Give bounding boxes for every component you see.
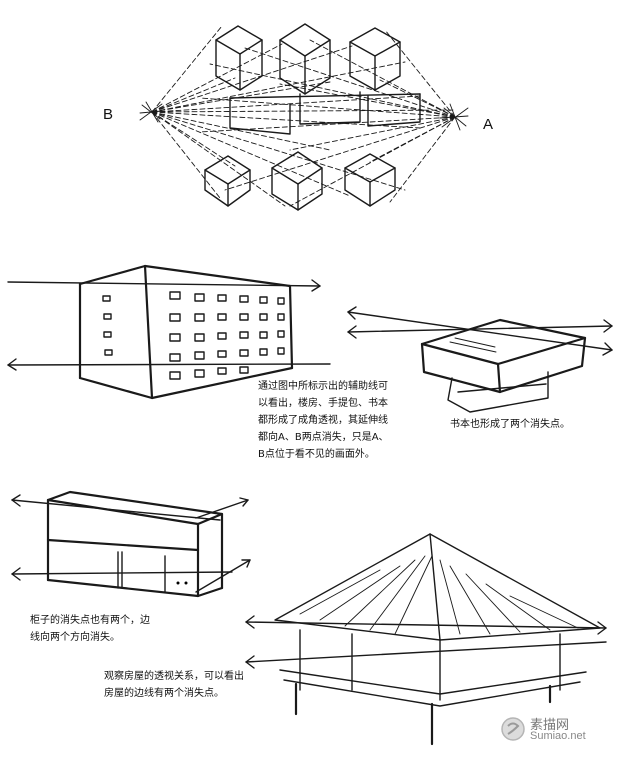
box-bottom-left (205, 156, 250, 206)
book-top (422, 320, 585, 392)
cabinet-outline (48, 492, 222, 596)
house-caption: 观察房屋的透视关系，可以看出 房屋的边线有两个消失点。 (104, 668, 244, 702)
box-top-right (350, 28, 400, 90)
cabinet-caption: 柜子的消失点也有两个，边 线向两个方向消失。 (30, 612, 150, 646)
building-windows (103, 292, 284, 379)
building-guide-lines (8, 280, 330, 370)
watermark-url: Sumiao.net (530, 730, 586, 742)
guide-lines-a (200, 30, 455, 206)
guide-lines-b (152, 26, 455, 206)
watermark-logo-icon (500, 716, 526, 742)
box-top-center (280, 24, 330, 94)
book-guide-lines (348, 307, 612, 355)
box-middle-row (230, 92, 420, 134)
house-roof (275, 534, 600, 640)
watermark: 素描网 Sumiao.net (500, 712, 610, 748)
book-spine-detail (450, 338, 496, 352)
book-caption: 书本也形成了两个消失点。 (450, 416, 570, 433)
perspective-boxes-diagram (140, 24, 468, 210)
vanishing-point-a-label: A (483, 116, 493, 133)
house-walls (280, 630, 586, 706)
cabinet-diagram (12, 492, 250, 596)
building-caption: 通过图中所标示出的辅助线可 以看出，楼房、手提包、书本 都形成了成角透视，其延伸… (258, 378, 389, 463)
vanishing-point-b-burst (140, 102, 162, 122)
vanishing-point-b-label: B (103, 106, 113, 123)
